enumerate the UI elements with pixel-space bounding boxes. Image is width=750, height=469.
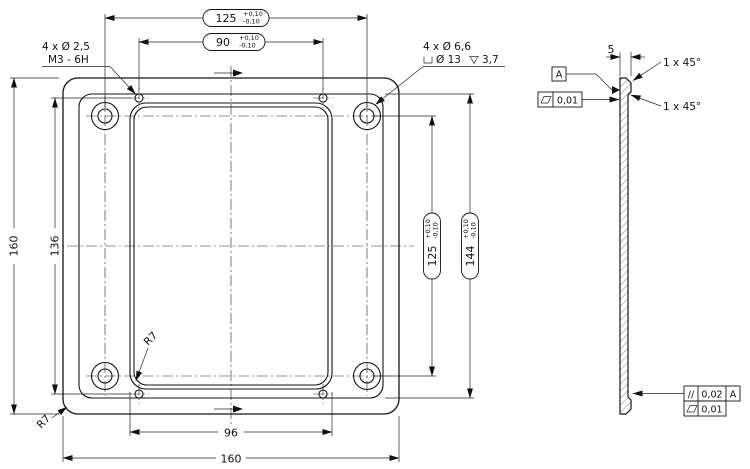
leader-line [375, 66, 424, 105]
dim-tol-minus: -0,10 [432, 222, 440, 239]
centerlines [48, 66, 414, 428]
depth-icon [469, 56, 479, 65]
chamfer-label: 1 x 45° [663, 57, 701, 69]
direction-arrow-bottom [214, 405, 243, 413]
tolerance-value: 0,01 [701, 405, 722, 416]
tolerance-value: 0,02 [701, 390, 722, 401]
dim-value: 90 [216, 36, 230, 49]
datum-label: A [556, 70, 563, 81]
dim-frame [202, 33, 266, 51]
tapped-holes [129, 88, 333, 404]
dim-tol-minus: -0,10 [470, 222, 478, 239]
gdt-flatness-front: 0,01 [537, 91, 620, 108]
leader-line [632, 61, 662, 81]
callout-line1: 4 x Ø 2,5 [42, 41, 90, 53]
dim-holes-vertical: 125 +0,10 -0,10 [373, 115, 441, 377]
pocket-outer-outline [129, 102, 333, 390]
flatness-icon [540, 96, 552, 104]
dim-tol-plus: +0,10 [424, 219, 432, 239]
dim-tapped-horizontal: 90 +0,10 -0,10 [138, 33, 324, 90]
parallelism-symbol: // [688, 390, 695, 401]
counterbore-icon [423, 56, 433, 64]
pocket-inner-outline [133, 106, 329, 386]
gdt-parallelism-back: // 0,02 A [632, 385, 741, 402]
tolerance-value: 0,01 [557, 96, 578, 107]
dim-value: 160 [8, 236, 21, 257]
dim-frame [423, 212, 441, 280]
callout-line1: 4 x Ø 6,6 [423, 41, 471, 53]
dim-value: 136 [49, 236, 62, 257]
dim-value: 5 [608, 43, 615, 56]
dim-tol-plus: +0,10 [462, 219, 470, 239]
dim-tol-plus: +0,10 [243, 10, 263, 18]
dim-holes-horizontal: 125 +0,10 -0,10 [104, 9, 368, 108]
dim-tol-minus: -0,10 [239, 42, 256, 50]
dim-tapped-vertical: 136 [48, 97, 131, 395]
callout-counterbore-holes: 4 x Ø 6,6 Ø 13 3,7 [375, 41, 505, 105]
dim-value: 96 [224, 427, 238, 440]
flatness-icon [686, 405, 698, 413]
leader-line [135, 347, 149, 381]
dim-plate-width: 160 [62, 416, 400, 466]
dim-value: 125 [216, 12, 237, 25]
callout-line2: M3 - 6H [48, 54, 89, 66]
chamfer-callout-top: 1 x 45° [632, 57, 701, 81]
gdt-flatness-back: 0,01 [683, 400, 727, 417]
datum-reference: A [730, 390, 737, 401]
front-view: 125 +0,10 -0,10 90 +0,10 -0,10 160 [7, 9, 505, 466]
dim-value: 144 [464, 246, 477, 267]
callout-tapped-holes: 4 x Ø 2,5 M3 - 6H [42, 41, 136, 95]
leader-line [109, 66, 136, 95]
datum-triangle-icon [612, 86, 620, 94]
recess-outline [78, 93, 384, 399]
leader-line [630, 94, 662, 107]
section-profile [619, 77, 632, 415]
dim-pocket-width: 96 [129, 392, 333, 440]
dim-tol-minus: -0,10 [243, 18, 260, 26]
dim-frame [461, 212, 479, 280]
counterbore-hole-bottom-left [90, 361, 120, 391]
leader-line [566, 73, 613, 91]
tapped-hole-bottom-right [313, 384, 333, 404]
dim-value: 160 [221, 453, 242, 466]
callout-depth: 3,7 [482, 54, 499, 66]
chamfer-callout-bottom: 1 x 45° [630, 94, 701, 113]
tapped-hole-top-right [313, 88, 333, 108]
side-view: 5 A 0,01 1 x 45° 1 x 45° [537, 43, 741, 417]
dim-tol-plus: +0,10 [239, 34, 259, 42]
dim-frame [202, 9, 270, 27]
dim-recess-vertical: 144 +0,10 -0,10 [385, 93, 479, 399]
radius-callout-corner: R7 [35, 406, 68, 431]
direction-arrow-top [214, 69, 243, 77]
leader-line [51, 406, 68, 419]
datum-feature-a: A [551, 66, 620, 94]
plate-outer-outline [62, 77, 400, 415]
radius-label: R7 [35, 413, 53, 431]
radius-callout-pocket: R7 [135, 330, 160, 381]
chamfer-label: 1 x 45° [663, 101, 701, 113]
dim-value: 125 [426, 246, 439, 267]
tapped-hole-bottom-left [129, 384, 149, 404]
tapped-hole-top-left [129, 88, 149, 108]
callout-cbore-dia: Ø 13 [436, 54, 461, 66]
radius-label: R7 [142, 330, 160, 348]
dim-plate-height: 160 [7, 77, 59, 415]
dim-thickness: 5 [606, 43, 645, 76]
